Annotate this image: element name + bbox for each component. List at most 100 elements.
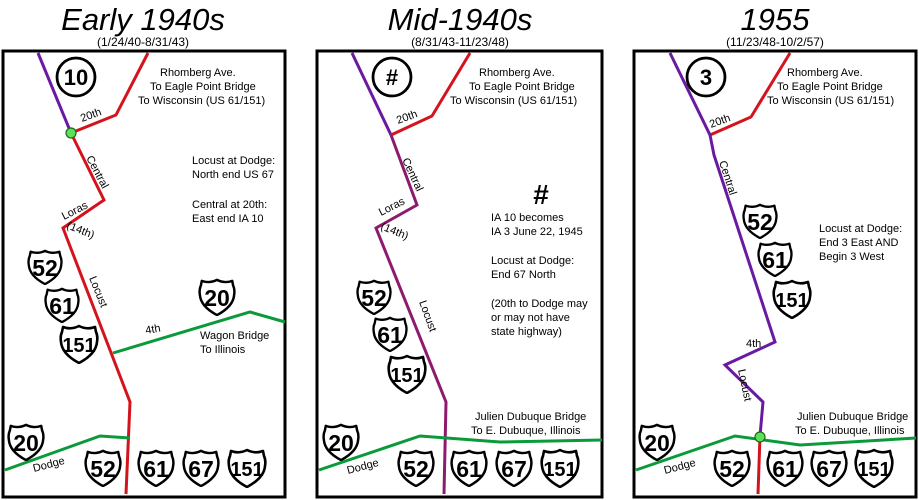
note-line-2: IA 3 June 22, 1945 [491, 226, 583, 238]
note-line-8: or may not have [491, 312, 570, 324]
panel-dates: (11/23/48-10/2/57) [726, 35, 824, 49]
svg-text:151: 151 [62, 335, 95, 357]
central-locust-route [668, 52, 777, 437]
rhomberg-label-line-2: To Eagle Point Bridge [150, 81, 256, 93]
fourth-street-road [112, 310, 286, 355]
junction-dot [754, 431, 766, 443]
svg-text:61: 61 [456, 456, 482, 482]
us-shield-20-west: 20 [638, 423, 676, 461]
note-line-2: End 3 East AND [819, 237, 899, 249]
svg-text:61: 61 [762, 247, 788, 273]
svg-text:151: 151 [543, 459, 576, 481]
rhomberg-label-line-2: To Eagle Point Bridge [777, 81, 883, 93]
svg-text:20: 20 [204, 285, 230, 311]
dodge-street-road [4, 434, 131, 472]
dodge-street-road [635, 434, 917, 472]
svg-text:61: 61 [772, 456, 798, 482]
us-shield-151: 151 [59, 324, 99, 364]
note-line-7: (20th to Dodge may [491, 298, 588, 310]
bridge-label-line-2: To E. Dubuque, Illinois [795, 425, 905, 437]
svg-text:151: 151 [857, 459, 890, 481]
rhomberg-north-road [350, 52, 393, 136]
svg-text:67: 67 [501, 456, 527, 482]
svg-text:151: 151 [775, 290, 808, 312]
svg-text:20: 20 [13, 430, 39, 456]
panel-early-1940s: Early 1940s (1/24/40-8/31/43) 10 Rhomber… [1, 2, 287, 499]
svg-text:52: 52 [403, 456, 429, 482]
us-shield-52: 52 [742, 203, 778, 239]
us-shield-52-bottom: 52 [397, 449, 435, 487]
panel-dates: (1/24/40-8/31/43) [97, 35, 189, 49]
us-shield-52: 52 [356, 279, 392, 315]
note-line-3: Begin 3 West [819, 251, 884, 263]
us-shield-20-west: 20 [7, 423, 45, 461]
fourth-street-label: 4th [746, 338, 761, 350]
svg-text:151: 151 [390, 365, 423, 387]
us-shield-151-bottom: 151 [227, 448, 267, 488]
svg-text:67: 67 [188, 456, 214, 482]
twentieth-street-road [70, 52, 150, 135]
panel-title: Mid-1940s [388, 2, 533, 37]
us-shield-52-bottom: 52 [713, 449, 751, 487]
note-line-9: state highway) [491, 326, 562, 338]
us-shield-20-west: 20 [322, 423, 360, 461]
route-circle-marker [685, 56, 727, 98]
note-line-4: Locust at Dodge: [491, 255, 574, 267]
fourth-street-label: 4th [144, 322, 161, 336]
us-shield-61-bottom: 61 [137, 449, 175, 487]
rhomberg-label-line-1: Rhomberg Ave. [479, 67, 555, 79]
us-shield-20-east: 20 [198, 278, 236, 316]
hash-marker-note: # [533, 179, 549, 210]
us-shield-61: 61 [372, 316, 408, 352]
svg-text:61: 61 [49, 293, 75, 319]
panel-dates: (8/31/43-11/23/48) [411, 35, 509, 49]
central-locust-route [61, 132, 132, 495]
svg-text:61: 61 [143, 456, 169, 482]
rhomberg-label-line-2: To Eagle Point Bridge [469, 81, 575, 93]
panel-title: Early 1940s [61, 2, 225, 37]
map-frame [315, 49, 604, 499]
dodge-street-road [318, 434, 603, 472]
panel-title: 1955 [741, 2, 811, 37]
us-shield-67-bottom: 67 [495, 449, 533, 487]
note-line-1: Locust at Dodge: [819, 223, 902, 235]
twentieth-street-road [390, 52, 472, 137]
panel-1955: 1955 (11/23/48-10/2/57) 3 Rhomberg Ave. … [632, 2, 918, 499]
bridge-label-line-2: To Illinois [200, 344, 246, 356]
svg-text:61: 61 [377, 322, 403, 348]
bridge-label-line-1: Julien Dubuque Bridge [475, 411, 586, 423]
central-locust-route [374, 134, 448, 495]
svg-text:151: 151 [230, 459, 263, 481]
route-circle-number: 10 [64, 65, 88, 90]
note-line-5: East end IA 10 [192, 213, 264, 225]
us-shield-52-bottom: 52 [84, 449, 122, 487]
svg-text:52: 52 [719, 456, 745, 482]
rhomberg-label-line-1: Rhomberg Ave. [160, 67, 236, 79]
us-shield-151-bottom: 151 [540, 448, 580, 488]
rhomberg-label-line-3: To Wisconsin (US 61/151) [138, 95, 265, 107]
us-shield-151: 151 [772, 279, 812, 319]
svg-text:20: 20 [644, 430, 670, 456]
bridge-label-line-1: Julien Dubuque Bridge [797, 411, 908, 423]
us-shield-67-bottom: 67 [182, 449, 220, 487]
route-circle-number: 3 [700, 65, 712, 90]
twentieth-street-road [709, 52, 792, 137]
svg-text:67: 67 [816, 456, 842, 482]
bridge-label-line-2: To E. Dubuque, Illinois [471, 425, 581, 437]
rhomberg-label-line-1: Rhomberg Ave. [787, 67, 863, 79]
us-shield-61: 61 [44, 287, 80, 323]
locust-south-road [756, 435, 762, 495]
note-line-1: IA 10 becomes [491, 212, 564, 224]
svg-text:52: 52 [747, 209, 773, 235]
route-circle-marker [55, 56, 97, 98]
note-line-2: North end US 67 [192, 169, 274, 181]
us-shield-61-bottom: 61 [766, 449, 804, 487]
note-line-4: Central at 20th: [192, 199, 267, 211]
us-shield-67-bottom: 67 [810, 449, 848, 487]
junction-dot [65, 127, 77, 139]
us-shield-151-bottom: 151 [854, 448, 894, 488]
panel-mid-1940s: Mid-1940s (8/31/43-11/23/48) # Rhomberg … [315, 2, 604, 499]
us-shield-151: 151 [387, 354, 427, 394]
bridge-label-line-1: Wagon Bridge [200, 330, 269, 342]
